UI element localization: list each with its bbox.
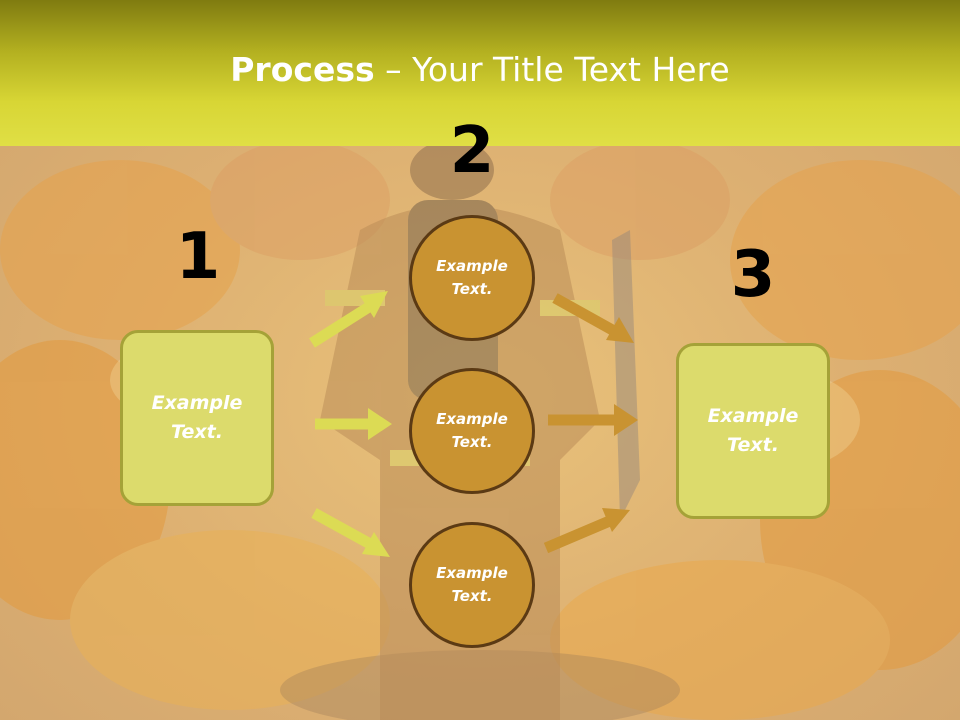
step-1-box: Example Text. [120, 330, 274, 506]
arrow-2c-to-3 [543, 508, 630, 554]
step-2-circle-2-text: Example Text. [436, 410, 508, 451]
arrow-1-to-2a [309, 291, 388, 348]
arrow-2a-to-3 [552, 293, 634, 343]
step-3-box: Example Text. [676, 343, 830, 519]
slide-title: Process – Your Title Text Here [0, 50, 960, 89]
title-dash: – [374, 50, 413, 89]
step-number-3: 3 [730, 238, 776, 312]
step-number-1: 1 [175, 220, 221, 294]
step-2-circle-2: Example Text. [409, 368, 535, 494]
step-number-2: 2 [449, 114, 495, 188]
title-rest: Your Title Text Here [412, 50, 730, 89]
step-3-text: Example Text. [707, 405, 799, 456]
step-2-circle-1-text: Example Text. [436, 257, 508, 298]
step-2-circle-1: Example Text. [409, 215, 535, 341]
step-1-text: Example Text. [151, 392, 243, 443]
title-bold: Process [230, 50, 375, 89]
title-bar: Process – Your Title Text Here [0, 0, 960, 146]
arrow-1-to-2c [311, 508, 390, 557]
arrow-1-to-2b [315, 408, 392, 440]
arrow-2b-to-3 [548, 404, 638, 436]
step-2-circle-3-text: Example Text. [436, 564, 508, 605]
step-2-circle-3: Example Text. [409, 522, 535, 648]
